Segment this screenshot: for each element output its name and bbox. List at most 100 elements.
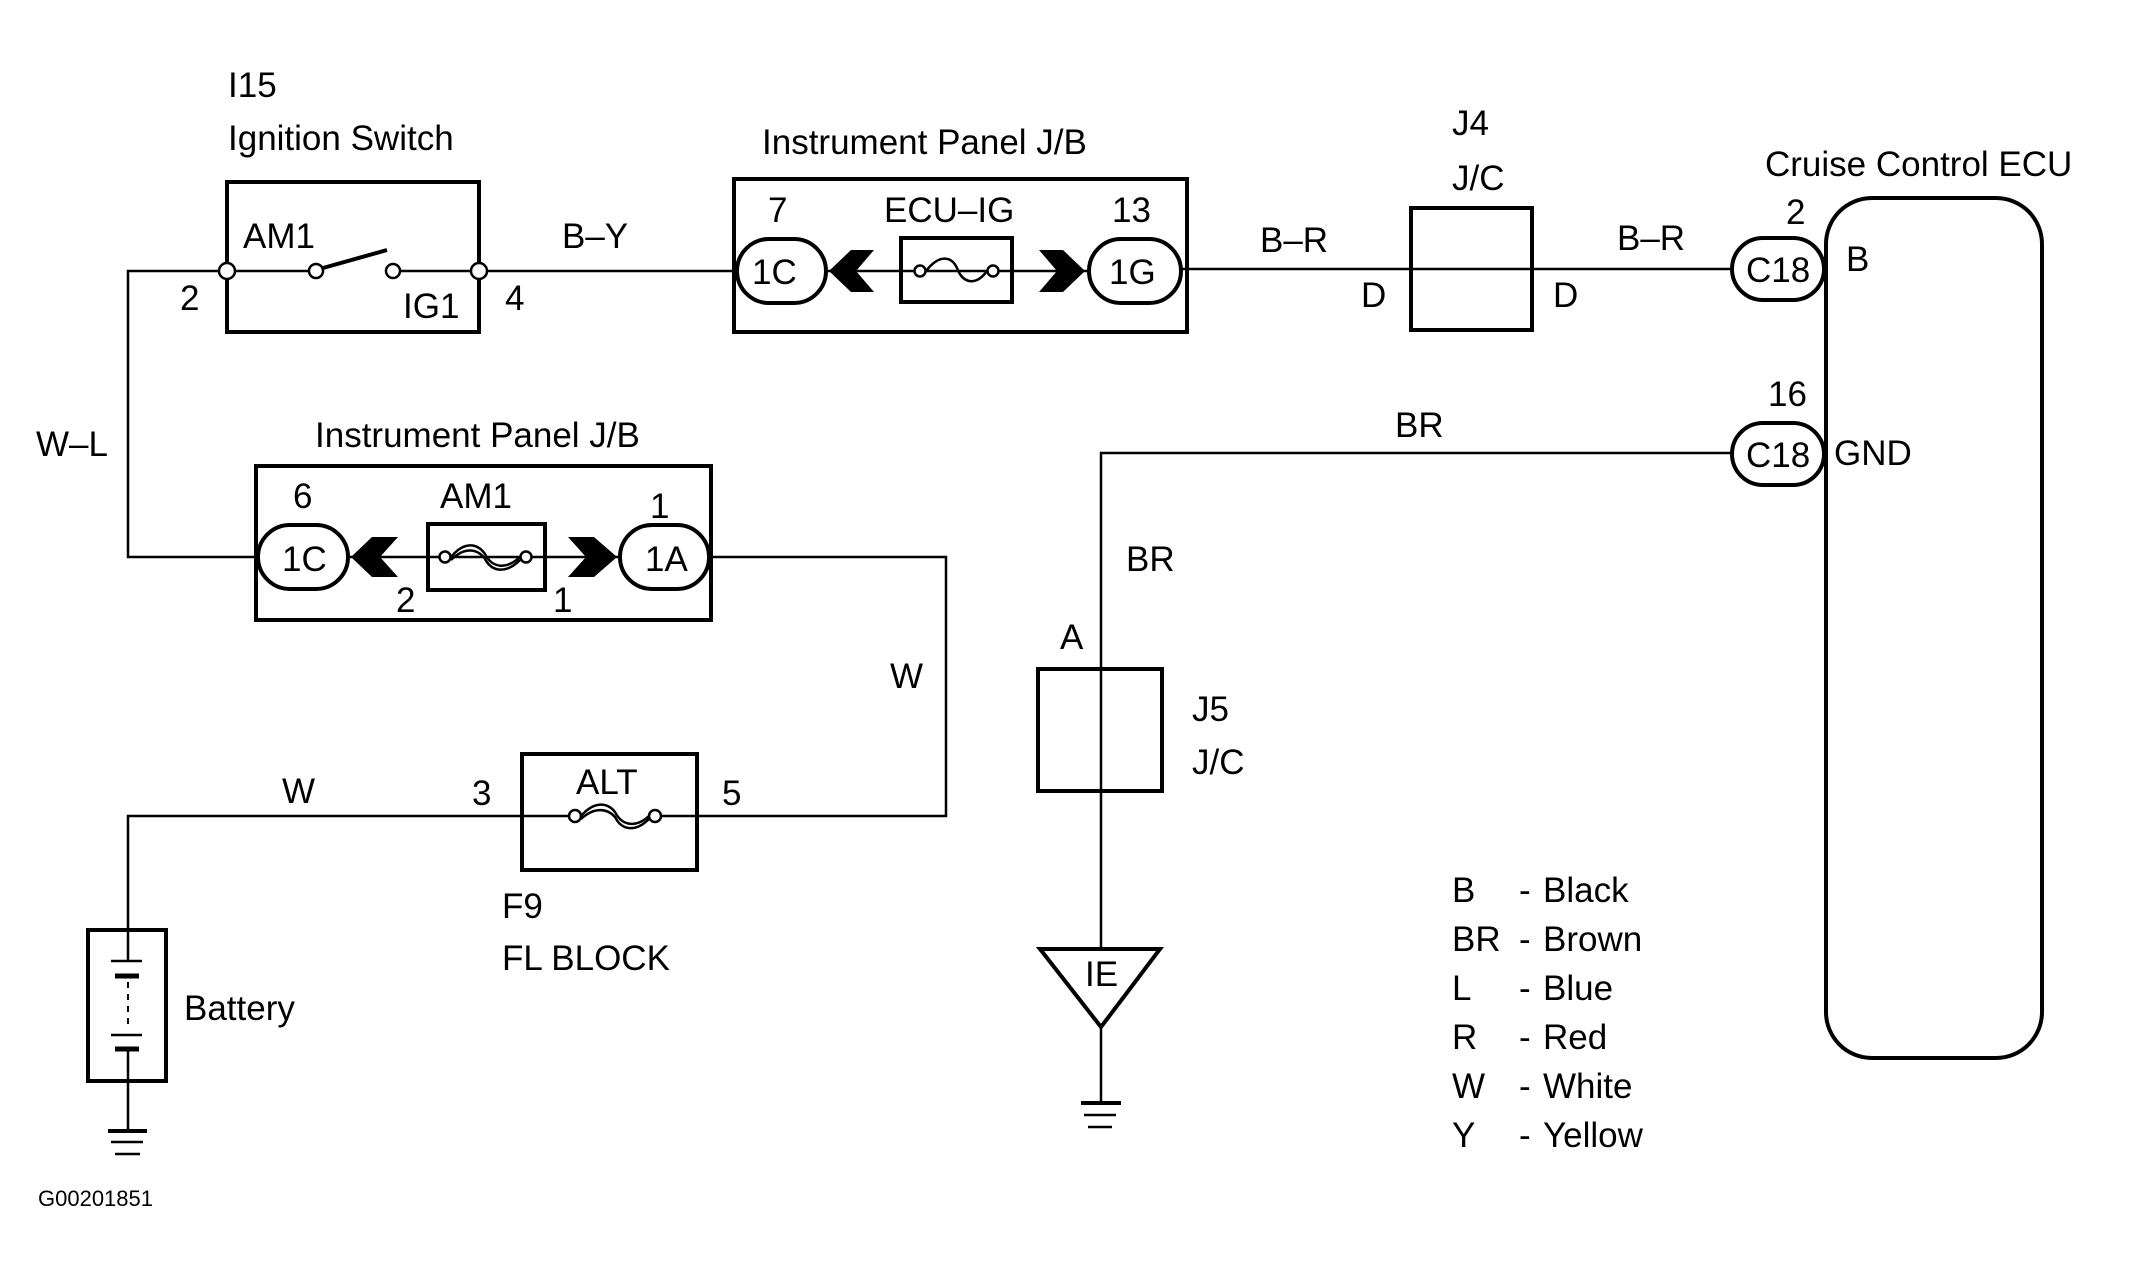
legend-item: B - Black xyxy=(1452,871,1629,910)
legend-color: Blue xyxy=(1543,969,1613,1008)
jb-bottom-fuse-pin-2: 2 xyxy=(396,581,415,620)
jb-top-left-pin: 7 xyxy=(768,191,787,230)
ecu-connector-c18-a: C18 xyxy=(1746,251,1810,290)
ecu-signal-b: B xyxy=(1846,240,1869,279)
battery: Battery xyxy=(86,928,295,1156)
j4-pin-left: D xyxy=(1361,276,1386,315)
j4-pin-right: D xyxy=(1553,276,1578,315)
legend-code: L xyxy=(1452,969,1471,1008)
connector-1c xyxy=(735,237,828,305)
j5-type: J/C xyxy=(1192,743,1245,782)
j5-pin-a: A xyxy=(1060,618,1084,657)
jb-bottom-fuse-pin-1: 1 xyxy=(553,581,572,620)
figure-id: G00201851 xyxy=(38,1186,153,1211)
fl-block-pin-3: 3 xyxy=(472,774,491,813)
jb-bottom-left-connector: 1C xyxy=(282,540,327,579)
fuse-am1-box xyxy=(426,522,547,592)
switch-contact-icon xyxy=(307,262,325,280)
legend-dash: - xyxy=(1519,1116,1531,1155)
legend-item: L - Blue xyxy=(1452,969,1613,1008)
ecu-name: Cruise Control ECU xyxy=(1765,145,2072,184)
wire-label-b-r-1: B–R xyxy=(1260,221,1328,260)
legend-color: White xyxy=(1543,1067,1632,1106)
wire-label-br-horizontal: BR xyxy=(1395,406,1444,445)
jb-top-right-pin: 13 xyxy=(1112,191,1151,230)
wire-w-2 xyxy=(126,814,522,929)
fusible-link-icon xyxy=(580,808,650,830)
legend-item: W - White xyxy=(1452,1067,1632,1106)
cruise-control-ecu: Cruise Control ECU 2 C18 B 16 C18 GND xyxy=(1730,145,2072,1060)
jb-bottom-title: Instrument Panel J/B xyxy=(315,416,640,455)
j4-code: J4 xyxy=(1452,104,1489,143)
ecu-signal-gnd: GND xyxy=(1834,434,1912,473)
connector-arrow-right-icon xyxy=(568,537,617,577)
j4-type: J/C xyxy=(1452,159,1505,198)
fl-block-box xyxy=(520,752,699,872)
fl-block-code: F9 xyxy=(502,887,543,926)
fuse-terminal-icon xyxy=(519,550,533,564)
ignition-switch-box xyxy=(225,180,481,334)
j5-box xyxy=(1036,667,1164,793)
legend-code: Y xyxy=(1452,1116,1475,1155)
fusible-link-block: ALT 3 5 F9 FL BLOCK xyxy=(472,752,741,978)
fuse-element-icon xyxy=(925,257,989,283)
connector-1c-bottom xyxy=(256,523,350,591)
ignition-switch-name: Ignition Switch xyxy=(228,119,454,158)
jb-top-box xyxy=(732,177,1189,334)
jb-bottom-left-pin: 6 xyxy=(293,477,312,516)
jb-top-left-connector: 1C xyxy=(752,253,797,292)
fuse-ecu-ig-box xyxy=(899,236,1014,304)
wire-w-l xyxy=(126,269,258,559)
legend-item: BR - Brown xyxy=(1452,920,1642,959)
jb-bottom-right-connector: 1A xyxy=(645,540,688,579)
j4-box xyxy=(1409,206,1534,332)
fuse-terminal-icon xyxy=(567,808,583,824)
junction-connector-j4: J4 J/C D D xyxy=(1361,104,1578,332)
legend-code: BR xyxy=(1452,920,1501,959)
ignition-switch-code: I15 xyxy=(228,66,277,105)
battery-label: Battery xyxy=(184,989,295,1028)
ignition-switch: I15 Ignition Switch AM1 IG1 2 4 xyxy=(180,66,524,334)
switch-contact-arm-icon xyxy=(322,248,388,270)
wire-label-w-2: W xyxy=(282,772,315,811)
ecu-box xyxy=(1824,196,2044,1060)
ground-point-triangle-icon xyxy=(1035,947,1165,1031)
ignition-switch-pin-2: 2 xyxy=(180,279,199,318)
wire-label-b-r-2: B–R xyxy=(1617,219,1685,258)
legend-dash: - xyxy=(1519,1067,1531,1106)
legend-dash: - xyxy=(1519,1018,1531,1057)
ignition-switch-pin-4: 4 xyxy=(505,279,524,318)
wire-label-w-l: W–L xyxy=(36,425,108,464)
wire-label-b-y: B–Y xyxy=(562,217,628,256)
instrument-panel-jb-top: Instrument Panel J/B 7 ECU–IG 13 1C 1G xyxy=(732,123,1189,334)
legend-color: Brown xyxy=(1543,920,1642,959)
terminal-icon xyxy=(469,261,489,281)
jb-bottom-fuse-name: AM1 xyxy=(440,477,512,516)
ignition-switch-ig1-label: IG1 xyxy=(403,287,459,326)
legend-color: Black xyxy=(1543,871,1629,910)
jb-bottom-right-pin: 1 xyxy=(650,487,669,526)
wire-w-1 xyxy=(697,555,948,818)
terminal-icon xyxy=(217,261,237,281)
fusible-link-icon xyxy=(580,803,650,825)
j5-code: J5 xyxy=(1192,690,1229,729)
legend-code: W xyxy=(1452,1067,1485,1106)
wire-label-br-vertical: BR xyxy=(1126,540,1175,579)
fuse-element-icon xyxy=(450,549,521,571)
wire-label-w-1: W xyxy=(890,657,923,696)
fl-block-fuse-name: ALT xyxy=(576,763,638,802)
switch-contact-icon xyxy=(384,262,402,280)
legend-code: R xyxy=(1452,1018,1477,1057)
connector-arrow-left-icon xyxy=(829,250,874,292)
instrument-panel-jb-bottom: Instrument Panel J/B 6 AM1 1 1C 1A 2 1 xyxy=(254,416,713,622)
wire-color-legend: B - Black BR - Brown L - Blue R - Red W … xyxy=(1452,871,1644,1155)
jb-top-right-connector: 1G xyxy=(1109,253,1156,292)
legend-item: Y - Yellow xyxy=(1452,1116,1644,1155)
fuse-terminal-icon xyxy=(438,550,452,564)
junction-connector-j5: A J5 J/C xyxy=(1036,618,1245,793)
ecu-pin-number-16: 16 xyxy=(1768,375,1807,414)
legend-item: R - Red xyxy=(1452,1018,1607,1057)
jb-bottom-box xyxy=(254,464,713,622)
fuse-terminal-icon xyxy=(913,264,927,278)
